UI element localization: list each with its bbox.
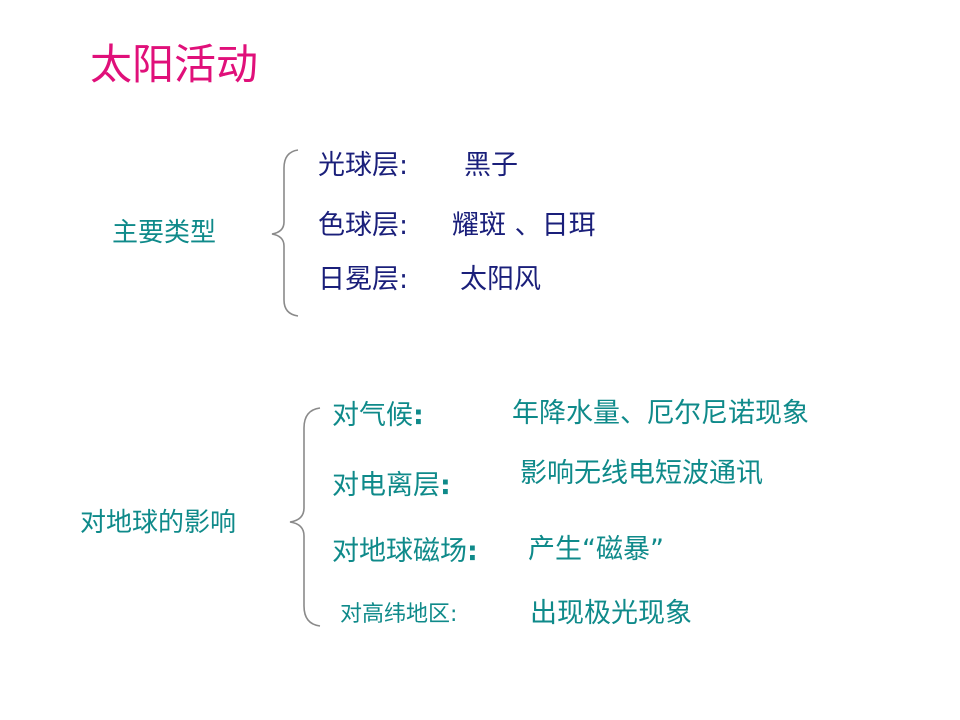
- layer-chromosphere: 色球层:: [318, 210, 409, 241]
- effect-colon: :: [467, 536, 478, 567]
- effect-target-high-latitude: 对高纬地区:: [340, 604, 457, 626]
- phenomenon-flares-prominences: 耀斑 、日珥: [452, 210, 596, 241]
- effect-climate: 年降水量、厄尔尼诺现象: [512, 398, 809, 429]
- layer-photosphere: 光球层:: [318, 150, 409, 181]
- effect-target-text: 对高纬地区: [340, 602, 451, 627]
- effect-target-climate: 对气候:: [332, 402, 424, 429]
- effect-target-text: 对地球磁场: [332, 536, 467, 567]
- slide-title: 太阳活动: [90, 40, 259, 89]
- effect-magnetosphere: 产生“磁暴”: [528, 534, 664, 565]
- main-types-label: 主要类型: [112, 218, 217, 248]
- effect-target-ionosphere: 对电离层:: [332, 472, 451, 499]
- phenomenon-solar-wind: 太阳风: [460, 264, 541, 295]
- effect-colon: :: [450, 602, 458, 627]
- effect-high-latitude: 出现极光现象: [530, 598, 692, 629]
- effects-brace: [289, 407, 321, 627]
- effect-target-magnetosphere: 对地球磁场:: [332, 538, 478, 565]
- effect-colon: :: [413, 400, 424, 431]
- main-types-brace: [271, 149, 299, 317]
- effect-target-text: 对电离层: [332, 470, 440, 501]
- effects-label: 对地球的影响: [80, 508, 237, 538]
- effect-colon: :: [440, 470, 451, 501]
- effect-target-text: 对气候: [332, 400, 413, 431]
- phenomenon-sunspots: 黑子: [464, 150, 518, 181]
- effect-ionosphere: 影响无线电短波通讯: [520, 458, 763, 489]
- layer-corona: 日冕层:: [318, 264, 409, 295]
